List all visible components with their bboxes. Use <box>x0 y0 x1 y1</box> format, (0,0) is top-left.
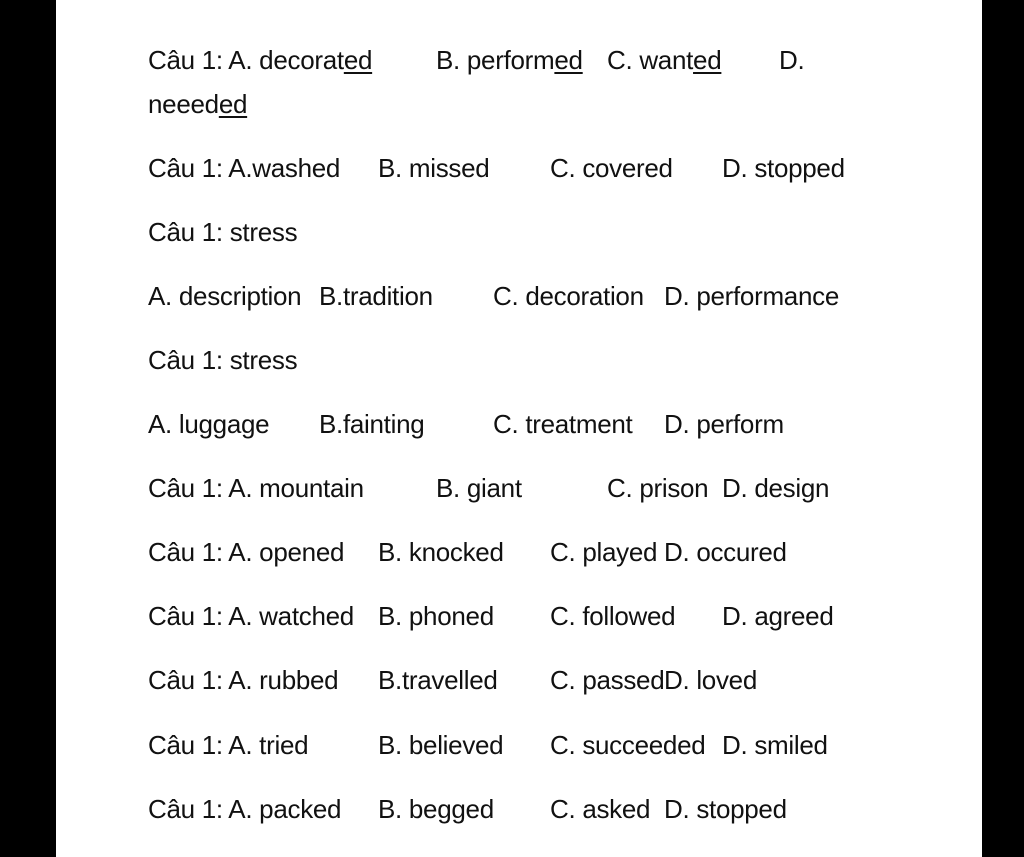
option-text: C. decoration <box>493 281 644 311</box>
underlined-ending: ed <box>554 45 583 75</box>
question-heading: Câu 1: stress <box>148 217 298 247</box>
document-page: Câu 1: A. decorated B. performed C. want… <box>56 0 982 857</box>
option-text: D. loved <box>664 665 757 695</box>
option-text: B. phoned <box>378 601 494 631</box>
option-text: D. performance <box>664 281 839 311</box>
option-text: D. occured <box>664 537 787 567</box>
option-text: Câu 1: A. mountain <box>148 473 364 503</box>
option-text: B. believed <box>378 730 504 760</box>
underlined-ending: ed <box>343 45 373 75</box>
option-text: D. stopped <box>722 153 845 183</box>
option-text: C. asked <box>550 794 651 824</box>
option-text: B. missed <box>378 153 490 183</box>
underlined-ending: ed <box>693 45 722 75</box>
option-text: B.travelled <box>378 665 498 695</box>
option-text: Câu 1: A.washed <box>148 153 341 183</box>
option-text: Câu 1: A. tried <box>148 730 309 760</box>
option-text: Câu 1: A. rubbed <box>148 665 339 695</box>
option-text: C. followed <box>550 601 676 631</box>
option-text: C. wanted <box>607 45 722 75</box>
option-text: Câu 1: A. watched <box>148 601 354 631</box>
option-text: A. luggage <box>148 409 270 439</box>
option-text: B.tradition <box>319 281 433 311</box>
option-text: B. begged <box>378 794 494 824</box>
option-text: B. giant <box>436 473 522 503</box>
option-text: neeeded <box>148 89 248 119</box>
option-text: D. perform <box>664 409 784 439</box>
option-text: C. played <box>550 537 658 567</box>
option-text: C. prison <box>607 473 709 503</box>
option-text: Câu 1: A. decorated <box>148 45 373 75</box>
option-text: A. description <box>148 281 302 311</box>
option-text: D. stopped <box>664 794 787 824</box>
underlined-ending: ed <box>218 89 248 119</box>
option-text: D. agreed <box>722 601 834 631</box>
option-text: B. knocked <box>378 537 504 567</box>
option-text: C. passed <box>550 665 665 695</box>
option-text: C. treatment <box>493 409 633 439</box>
option-text: B.fainting <box>319 409 425 439</box>
option-text: Câu 1: A. opened <box>148 537 345 567</box>
option-text: C. covered <box>550 153 673 183</box>
question-heading: Câu 1: stress <box>148 345 298 375</box>
option-text: D. smiled <box>722 730 828 760</box>
option-text: D. design <box>722 473 830 503</box>
option-text: B. performed <box>436 45 583 75</box>
option-text: Câu 1: A. packed <box>148 794 342 824</box>
option-text: D. <box>779 45 805 75</box>
option-text: C. succeeded <box>550 730 706 760</box>
